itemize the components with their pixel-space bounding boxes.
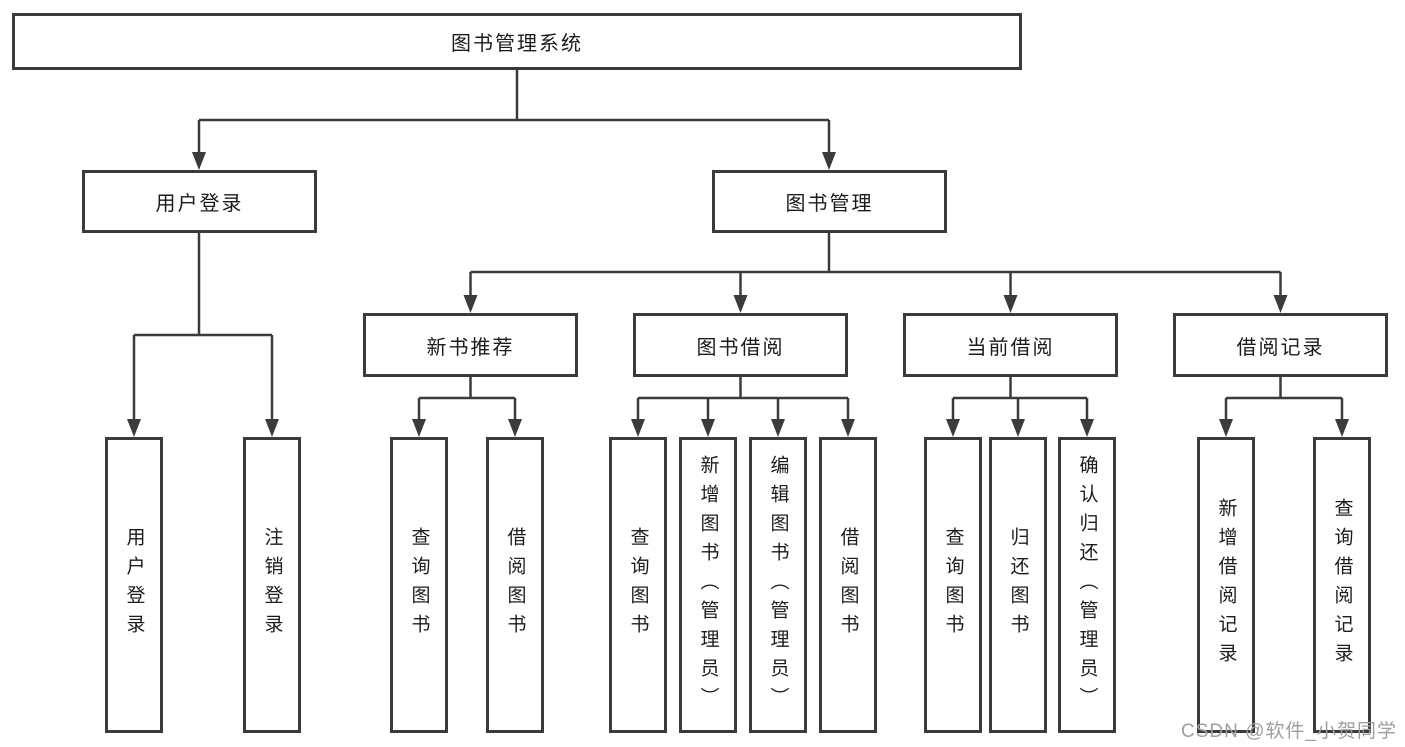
node-label: 新书推荐: [426, 336, 515, 359]
leaf-query-books-borrow: 查询图书: [609, 437, 667, 733]
leaf-query-books-recommend: 查询图书: [390, 437, 448, 733]
node-label: 归还图书: [1007, 527, 1029, 643]
node-label: 新增图书（管理员）: [697, 454, 719, 716]
node-label: 图书借阅: [696, 336, 785, 359]
node-label: 查询图书: [627, 527, 649, 643]
leaf-query-books-current: 查询图书: [924, 437, 982, 733]
node-label: 用户登录: [155, 193, 244, 215]
node-label: 借阅记录: [1236, 336, 1325, 359]
node-label: 确认归还（管理员）: [1076, 454, 1098, 716]
node-label: 借阅图书: [837, 527, 859, 643]
leaf-confirm-return-admin: 确认归还（管理员）: [1058, 437, 1116, 733]
node-library-system: 图书管理系统: [12, 13, 1022, 70]
node-new-book-recommend: 新书推荐: [363, 313, 578, 377]
leaf-borrow-books-recommend: 借阅图书: [486, 437, 544, 733]
node-label: 用户登录: [123, 527, 145, 643]
leaf-query-borrow-record: 查询借阅记录: [1313, 437, 1371, 733]
leaf-edit-books-admin: 编辑图书（管理员）: [749, 437, 807, 733]
node-label: 查询借阅记录: [1331, 498, 1353, 672]
leaf-add-borrow-record: 新增借阅记录: [1197, 437, 1255, 733]
node-borrow-records: 借阅记录: [1173, 313, 1388, 377]
node-label: 当前借阅: [966, 336, 1055, 359]
node-label: 新增借阅记录: [1215, 498, 1237, 672]
node-label: 查询图书: [408, 527, 430, 643]
csdn-watermark: CSDN @软件_小贺同学: [1181, 721, 1397, 742]
node-label: 注销登录: [261, 527, 283, 643]
node-current-borrow: 当前借阅: [903, 313, 1118, 377]
leaf-logout: 注销登录: [243, 437, 301, 733]
node-book-management: 图书管理: [712, 170, 947, 233]
leaf-user-login: 用户登录: [105, 437, 163, 733]
node-label: 图书管理系统: [451, 33, 583, 55]
node-label: 借阅图书: [504, 527, 526, 643]
node-label: 图书管理: [785, 193, 874, 215]
leaf-add-books-admin: 新增图书（管理员）: [679, 437, 737, 733]
node-label: 编辑图书（管理员）: [767, 454, 789, 716]
node-label: 查询图书: [942, 527, 964, 643]
node-book-borrow: 图书借阅: [633, 313, 848, 377]
leaf-return-books: 归还图书: [989, 437, 1047, 733]
leaf-borrow-books: 借阅图书: [819, 437, 877, 733]
node-user-login: 用户登录: [82, 170, 317, 233]
